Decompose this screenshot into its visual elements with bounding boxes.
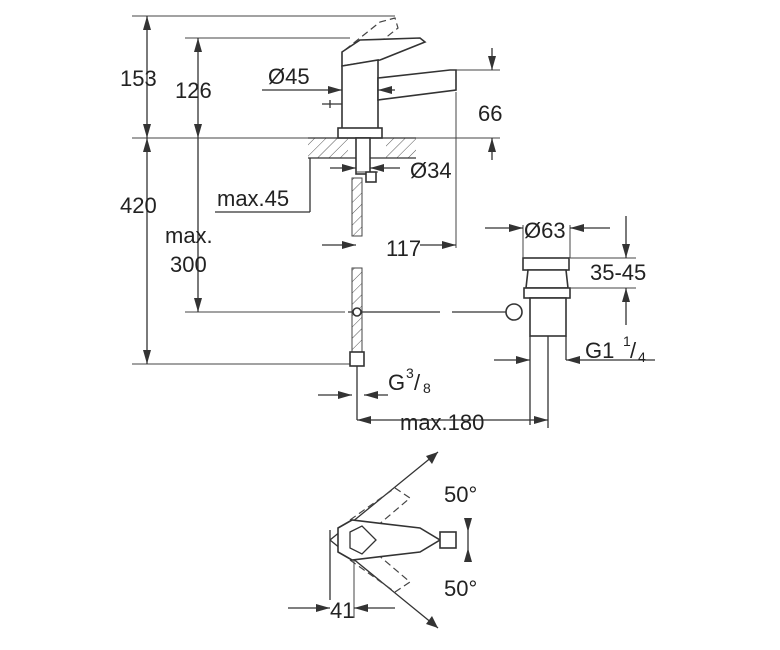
g1-denominator: 4 [638,349,646,365]
label-offset-41: 41 [330,598,354,623]
faucet-body [322,37,457,139]
g38-slash: / [414,370,421,395]
top-view [288,451,472,629]
label-angle-bottom: 50° [444,576,477,601]
supply-hose [349,177,365,420]
label-diameter-45: Ø45 [268,64,310,89]
g38-base: G [388,370,405,395]
label-max-180: max.180 [400,410,484,435]
label-reach-117: 117 [386,236,421,261]
max-180-dimension [357,416,548,424]
label-height-126: 126 [175,78,212,103]
label-spout-66: 66 [478,101,502,126]
diameter-45-dimension [262,86,395,94]
label-height-420: 420 [120,193,157,218]
label-g1-quarter: G1 1 / 4 [585,333,646,365]
g38-numerator: 3 [406,365,414,381]
g38-denominator: 8 [423,380,431,396]
label-diameter-34: Ø34 [410,158,452,183]
height-126-dimension [194,38,202,138]
label-max-300-line2: 300 [170,252,207,277]
reach-117-dimension [322,92,457,249]
max-45-dimension [215,158,311,213]
popup-rod [348,307,510,317]
g1-slash: / [630,338,637,363]
diameter-63-dimension [485,224,610,258]
label-range-35-45: 35-45 [590,260,646,285]
label-angle-top: 50° [444,482,477,507]
label-max-45: max.45 [217,186,289,211]
side-view [132,15,655,428]
max-300-dimension [194,138,202,312]
label-height-153: 153 [120,66,157,91]
g1-base: G1 [585,338,614,363]
label-g-3-8: G 3 / 8 [388,365,431,396]
g-3-8-dimension [318,391,388,399]
height-420-dimension [143,138,151,364]
diameter-34-dimension [330,164,400,172]
label-diameter-63: Ø63 [524,218,566,243]
spout-66-dimension [488,48,496,160]
height-153-dimension [143,16,151,138]
countertop-section [308,137,416,183]
range-35-45-dimension [570,216,636,325]
label-max-300-line1: max. [165,223,213,248]
offset-41-dimension [288,560,395,618]
waste-fitting [505,257,571,428]
g1-quarter-dimension [494,356,655,364]
g1-numerator: 1 [623,333,631,349]
